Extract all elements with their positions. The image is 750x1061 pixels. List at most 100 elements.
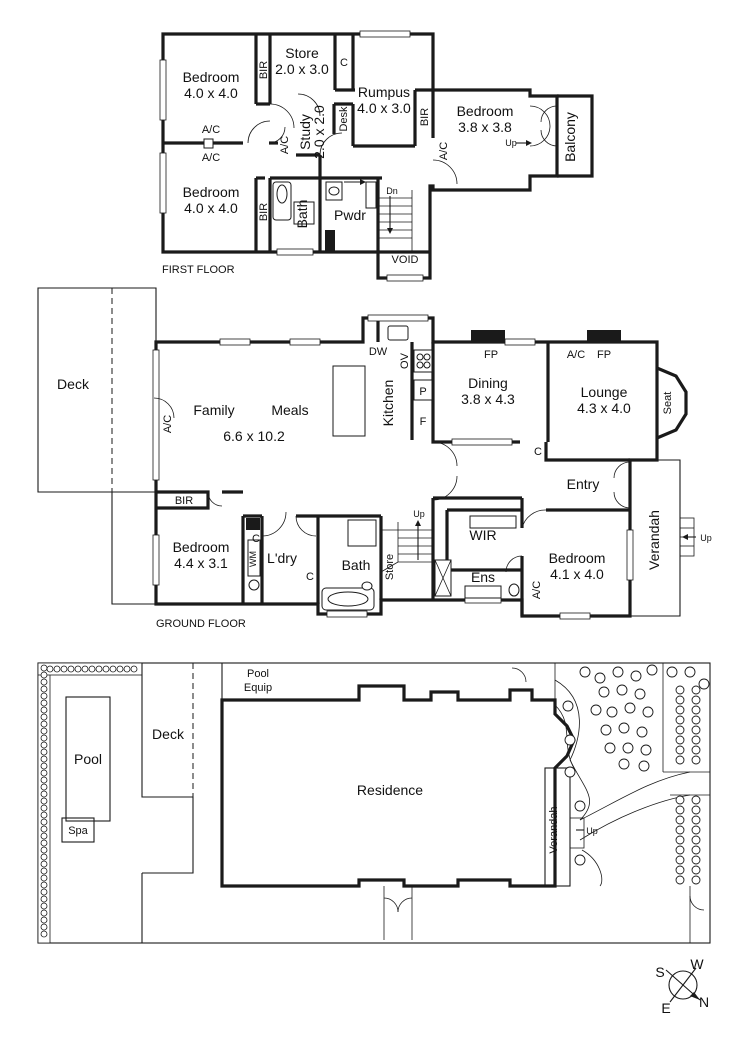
hedge-shrub xyxy=(40,867,48,875)
hedge-shrub xyxy=(691,855,701,865)
first-floor-interior-walls xyxy=(163,34,435,254)
first-floor-bath: Bath xyxy=(294,200,310,229)
ground-floor-seat: Seat xyxy=(662,392,674,415)
garden-shrub xyxy=(640,744,652,756)
hedge-shrub xyxy=(40,727,48,735)
ground-floor-wir: WIR xyxy=(469,527,496,543)
garden-shrub xyxy=(600,724,612,736)
hedge-shrub xyxy=(40,769,48,777)
garden-shrub xyxy=(636,726,648,738)
first-floor-study-size: 2.0 x 2.0 xyxy=(311,105,327,159)
hedge-shrub xyxy=(675,825,685,835)
ground-floor-wm: WM xyxy=(248,551,258,567)
ground-floor-meals-name: Meals xyxy=(271,402,308,418)
site-verandah-up: Up xyxy=(586,826,598,836)
hedge-shrub xyxy=(675,725,685,735)
hedge-shrub xyxy=(691,755,701,765)
ground-floor-bedroom-1-size: 4.4 x 3.1 xyxy=(174,555,228,571)
garden-shrub xyxy=(618,722,630,734)
ground-floor-laundry-c: C xyxy=(252,533,260,545)
ground-floor-lounge-size: 4.3 x 4.0 xyxy=(577,400,631,416)
site-pool-equip-1: Pool xyxy=(247,668,269,680)
ground-floor-fp-dining: FP xyxy=(484,349,498,361)
hedge-shrub xyxy=(40,874,48,882)
garden-shrub xyxy=(574,800,586,812)
hedge-shrub xyxy=(691,715,701,725)
hedge-shrub xyxy=(40,895,48,903)
ground-floor-entry: Entry xyxy=(567,476,600,492)
garden-shrub xyxy=(598,686,610,698)
ground-floor-stair-up: Up xyxy=(413,509,425,519)
garden-shrub xyxy=(574,854,586,866)
hedge-shrub xyxy=(40,853,48,861)
garden-shrub xyxy=(612,666,624,678)
hedge-shrub xyxy=(40,839,48,847)
hedge-shrub xyxy=(40,902,48,910)
hedge-shrub xyxy=(675,755,685,765)
garden-shrub xyxy=(684,666,696,678)
hedge-shrub xyxy=(102,665,110,673)
hedge-shrub xyxy=(40,692,48,700)
hedge-shrub xyxy=(675,815,685,825)
hedge-shrub xyxy=(675,745,685,755)
hedge-shrub xyxy=(40,678,48,686)
hedge-shrub xyxy=(40,909,48,917)
hedge-shrub xyxy=(675,715,685,725)
ground-floor-fixtures xyxy=(246,325,520,611)
ground-floor-deck xyxy=(37,287,157,493)
hedge-shrub xyxy=(691,705,701,715)
ground-floor-dw: DW xyxy=(369,346,388,358)
first-floor-study-name: Study xyxy=(297,114,313,150)
site-deck-label: Deck xyxy=(152,726,185,742)
first-floor-powder: Pwdr xyxy=(334,207,366,223)
hedge-shrub xyxy=(40,664,48,672)
ground-floor-dining-name: Dining xyxy=(468,375,508,391)
garden-shrub xyxy=(698,678,710,690)
first-floor-bir-2: BIR xyxy=(258,203,270,221)
hedge-shrub xyxy=(691,815,701,825)
hedge-shrub xyxy=(53,665,61,673)
hedge-shrub xyxy=(74,665,82,673)
site-spa-label: Spa xyxy=(68,825,88,837)
hedge-shrub xyxy=(675,685,685,695)
hedge-shrub xyxy=(40,818,48,826)
garden-shrub xyxy=(618,758,630,770)
hedge-shrub xyxy=(116,665,124,673)
hedge-shrub xyxy=(40,923,48,931)
hedge-shrub xyxy=(691,795,701,805)
hedge-shrub xyxy=(40,748,48,756)
hedge-shrub xyxy=(40,825,48,833)
ground-floor-ens: Ens xyxy=(471,569,495,585)
first-floor-store-name: Store xyxy=(285,45,319,61)
first-floor-desk: Desk xyxy=(338,106,350,132)
hedge-shrub xyxy=(40,776,48,784)
compass-s: S xyxy=(655,964,664,980)
hedge-shrub xyxy=(40,762,48,770)
ground-floor-ov: OV xyxy=(399,352,411,369)
ground-floor-dining-size: 3.8 x 4.3 xyxy=(461,391,515,407)
site-boundary xyxy=(37,662,711,944)
hedge-shrub xyxy=(40,804,48,812)
ground-floor-store: Store xyxy=(384,554,396,580)
ground-floor-windows xyxy=(152,314,634,620)
ground-floor-fp-lounge: FP xyxy=(597,349,611,361)
garden-shrub xyxy=(590,704,602,716)
ground-floor-family-size: 6.6 x 10.2 xyxy=(223,428,285,444)
ground-floor-bedroom-2-name: Bedroom xyxy=(549,550,606,566)
hedge-shrub xyxy=(691,875,701,885)
garden-shrub xyxy=(624,702,636,714)
fireplace-dining xyxy=(471,330,505,342)
first-floor-bedroom-1-name: Bedroom xyxy=(183,69,240,85)
compass-rose: S W E N xyxy=(655,956,709,1016)
first-floor-bedroom-3-size: 4.0 x 4.0 xyxy=(184,200,238,216)
first-floor-bedroom-2-size: 3.8 x 3.8 xyxy=(458,119,512,135)
garden-shrub xyxy=(606,706,618,718)
site-hedge-right xyxy=(675,685,701,885)
hedge-shrub xyxy=(691,745,701,755)
hedge-shrub xyxy=(40,811,48,819)
hedge-shrub xyxy=(691,805,701,815)
ground-floor-ac-family: A/C xyxy=(162,415,174,433)
site-pool-equip-2: Equip xyxy=(244,682,272,694)
hedge-shrub xyxy=(40,797,48,805)
hedge-shrub xyxy=(40,699,48,707)
